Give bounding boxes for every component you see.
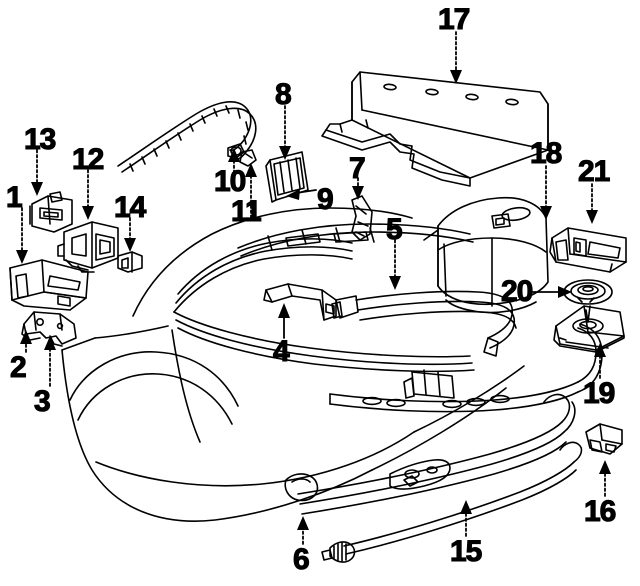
callout-21[interactable]: 21 [577,155,611,188]
callout-15[interactable]: 15 [449,535,483,568]
callout-8[interactable]: 8 [274,78,292,111]
part-1-bracket [9,259,89,311]
part-6-hook [284,473,319,502]
callout-16[interactable]: 16 [583,495,617,528]
part-17-trim-panel [321,71,549,187]
callout-9[interactable]: 9 [316,183,334,216]
callout-11[interactable]: 11 [230,195,262,228]
callout-6[interactable]: 6 [292,543,310,576]
part-20-grommet [563,279,613,305]
part-4-trim-piece [263,283,337,321]
arrowheads [16,70,611,530]
callout-4[interactable]: 4 [272,335,290,368]
part-16-clip [585,423,623,455]
callout-12[interactable]: 12 [71,143,105,176]
callout-13[interactable]: 13 [23,123,57,156]
part-8-9-10-11-group [117,101,309,203]
callout-19[interactable]: 19 [582,377,616,410]
part-13-vent [29,191,73,233]
callout-17[interactable]: 17 [437,3,471,36]
part-19-base-plate [553,305,625,353]
part-21-bracket [549,227,627,273]
callout-2[interactable]: 2 [9,351,27,384]
callout-14[interactable]: 14 [113,191,147,224]
part-18-quarter-trim [423,196,549,314]
part-7-strut [351,195,373,241]
callout-1[interactable]: 1 [5,181,23,214]
callout-18[interactable]: 18 [529,137,563,170]
car-body-outline [61,207,525,522]
bottom-diagonal-rod [321,441,583,563]
callout-5[interactable]: 5 [385,213,403,246]
callout-20[interactable]: 20 [500,275,534,308]
callout-3[interactable]: 3 [33,385,51,418]
part-2-3-hinge [21,311,77,347]
callout-10[interactable]: 10 [213,165,247,198]
callout-7[interactable]: 7 [348,152,366,185]
part-14-clip [117,251,143,273]
lower-rail-assembly [297,393,576,515]
